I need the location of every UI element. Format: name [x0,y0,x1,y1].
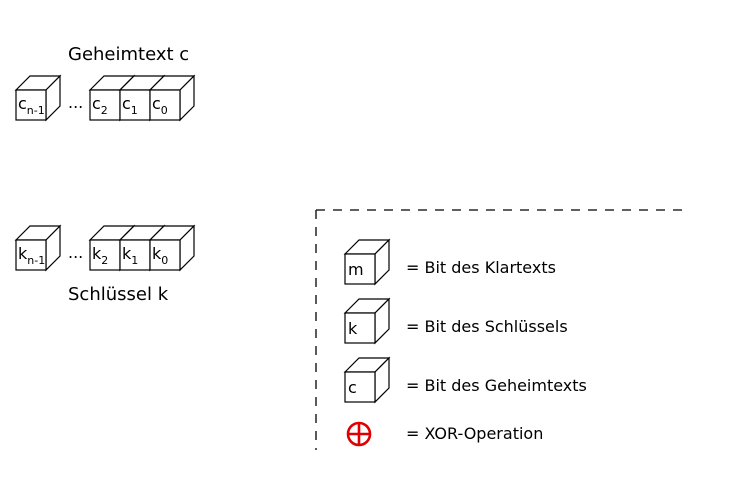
legend-frame [315,209,690,450]
bit-letter: c [122,94,131,113]
cube-front-face [119,89,151,121]
bit-label: c1 [122,94,138,117]
bit-letter: c [152,94,161,113]
bit-index: n-1 [27,104,45,117]
bit-label: k1 [122,244,138,267]
legend-cube-m: m [343,238,391,286]
legend-cube-c: c [343,356,391,404]
bit-letter: k [92,244,102,263]
legend-symbol: k [348,319,358,338]
bit-label: k0 [152,244,168,267]
ciphertext-bit-cube: cn-1 [14,74,62,122]
legend-item: = XOR-Operation [346,421,543,447]
bit-index: 1 [131,104,138,117]
ciphertext-title: Geheimtext c [68,44,189,65]
legend-item: k = Bit des Schlüssels [343,297,568,345]
bit-index: 1 [131,254,138,267]
ciphertext-ellipsis: ... [68,93,83,112]
cube-front-face [119,239,151,271]
cube-front-face [344,371,376,403]
bit-index: 0 [161,254,168,267]
key-bit-cube: k0 [148,224,196,272]
cube-front-face [15,239,47,271]
legend-cube-k: k [343,297,391,345]
key-bit-cube: kn-1 [14,224,62,272]
cube-front-face [344,253,376,285]
bit-index: 2 [101,104,108,117]
legend: m = Bit des Klartexts k = Bit des Schlüssel… [343,238,587,447]
bit-label: k2 [92,244,108,267]
bit-letter: k [122,244,132,263]
legend-symbol: m [348,260,364,279]
legend-item: c = Bit des Geheimtexts [343,356,587,404]
bit-label: c0 [152,94,168,117]
legend-text: = Bit des Schlüssels [406,317,568,336]
legend-item: m = Bit des Klartexts [343,238,556,286]
bit-letter: k [18,244,28,263]
bit-label: c2 [92,94,108,117]
key-title: Schlüssel k [68,284,169,305]
cube-front-face [89,89,121,121]
xor-icon [346,421,372,447]
cube-front-face [149,89,181,121]
cube-front-face [15,89,47,121]
cube-front-face [344,312,376,344]
bit-label: kn-1 [18,244,45,267]
bit-letter: k [152,244,162,263]
bit-index: 2 [101,254,108,267]
legend-text: = XOR-Operation [406,424,543,443]
bit-index: 0 [161,104,168,117]
bit-letter: c [92,94,101,113]
bit-label: cn-1 [18,94,45,117]
cube-front-face [149,239,181,271]
ciphertext-bit-cube: c0 [148,74,196,122]
key-ellipsis: ... [68,243,83,262]
legend-symbol: c [348,378,357,397]
bit-letter: c [18,94,27,113]
bit-index: n-1 [27,254,45,267]
legend-text: = Bit des Geheimtexts [406,376,587,395]
legend-text: = Bit des Klartexts [406,258,556,277]
